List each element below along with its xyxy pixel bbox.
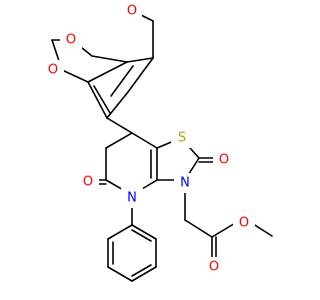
bond (107, 266, 133, 282)
bond (87, 81, 108, 119)
bond (131, 266, 157, 282)
bond (184, 219, 213, 238)
label-bg (171, 128, 193, 148)
atom-label-o: O (219, 153, 229, 168)
label-bg (203, 257, 225, 277)
atom-label-n: N (127, 191, 137, 206)
atom-label-layer: O O O S O O N N O O (42, 1, 255, 277)
bond (131, 224, 157, 240)
label-bg (174, 173, 196, 193)
molecule-structure: O O O S O O N N O O (42, 1, 273, 282)
atom-label-o: O (239, 216, 249, 231)
atom-label-o: O (66, 33, 76, 48)
atom-label-o: O (209, 260, 219, 275)
label-bg (60, 30, 82, 50)
atom-label-s: S (178, 131, 186, 146)
label-bg (121, 188, 143, 208)
molecule-diagram: O O O S O O N N O O (42, 1, 273, 282)
bond (126, 57, 154, 63)
label-bg (120, 1, 142, 21)
bond (105, 132, 133, 149)
bond (61, 69, 89, 83)
label-bg (233, 213, 255, 233)
bond (107, 224, 133, 240)
atom-label-o: O (83, 175, 93, 190)
atom-label-n: N (180, 176, 190, 191)
bond (131, 264, 152, 277)
bond (211, 221, 238, 238)
bond (87, 61, 128, 83)
label-bg (77, 172, 99, 192)
bond (110, 65, 134, 97)
bond (91, 55, 128, 63)
atom-label-o: O (48, 63, 58, 78)
bond (106, 91, 129, 119)
bond-layer (51, 10, 273, 282)
bond (131, 132, 158, 149)
bond (106, 117, 133, 134)
label-bg (42, 60, 64, 80)
bond (127, 57, 154, 93)
atom-label-o: O (127, 4, 137, 19)
bond (93, 85, 111, 114)
bond (131, 229, 152, 242)
label-bg (213, 150, 235, 170)
